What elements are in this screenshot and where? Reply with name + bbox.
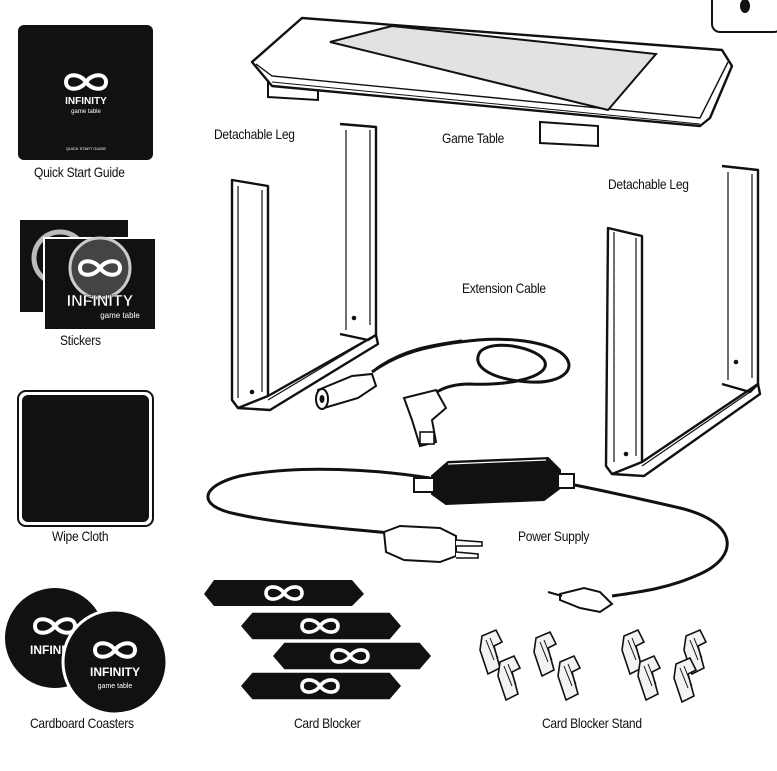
label-game-table: Game Table bbox=[442, 130, 505, 146]
sticker-tagline-text: game table bbox=[100, 311, 140, 320]
coaster-brand-text: INFINITY bbox=[90, 665, 140, 679]
label-detachable-leg-right: Detachable Leg bbox=[608, 176, 689, 192]
label-quick-start-guide: Quick Start Guide bbox=[34, 164, 125, 180]
label-power-supply: Power Supply bbox=[518, 528, 590, 544]
label-card-blocker: Card Blocker bbox=[294, 715, 361, 731]
label-cardboard-coasters: Cardboard Coasters bbox=[30, 715, 134, 731]
card-blocker-1 bbox=[204, 580, 364, 606]
label-detachable-leg-left: Detachable Leg bbox=[214, 126, 295, 142]
label-extension-cable: Extension Cable bbox=[462, 280, 546, 296]
label-card-blocker-stand: Card Blocker Stand bbox=[542, 715, 642, 731]
extension-cable bbox=[315, 337, 571, 448]
detachable-leg-left bbox=[230, 122, 380, 412]
sticker-brand-text: INFINITY bbox=[67, 293, 134, 310]
label-stickers: Stickers bbox=[60, 332, 101, 348]
cardboard-coasters: INFINITY INFINITY game table bbox=[5, 588, 169, 716]
card-blocker-4 bbox=[239, 671, 403, 701]
detachable-leg-right bbox=[604, 164, 762, 478]
brand-tagline-text: game table bbox=[71, 109, 101, 115]
quick-start-guide-booklet: INFINITY game table QUICK START GUIDE bbox=[18, 25, 153, 160]
guide-caption-text: QUICK START GUIDE bbox=[66, 146, 107, 151]
card-blocker-3 bbox=[271, 641, 433, 671]
card-blocker-stands bbox=[479, 629, 707, 703]
wipe-cloth bbox=[17, 390, 154, 527]
stickers: INFINITY game table bbox=[20, 220, 157, 331]
game-table bbox=[250, 16, 734, 148]
label-wipe-cloth: Wipe Cloth bbox=[52, 528, 109, 544]
card-blockers bbox=[204, 580, 433, 701]
power-supply bbox=[206, 456, 729, 614]
card-blocker-2 bbox=[239, 611, 403, 641]
corner-tab bbox=[711, 0, 777, 33]
coaster-tagline-text: game table bbox=[98, 683, 133, 690]
brand-name-text: INFINITY bbox=[65, 96, 107, 107]
